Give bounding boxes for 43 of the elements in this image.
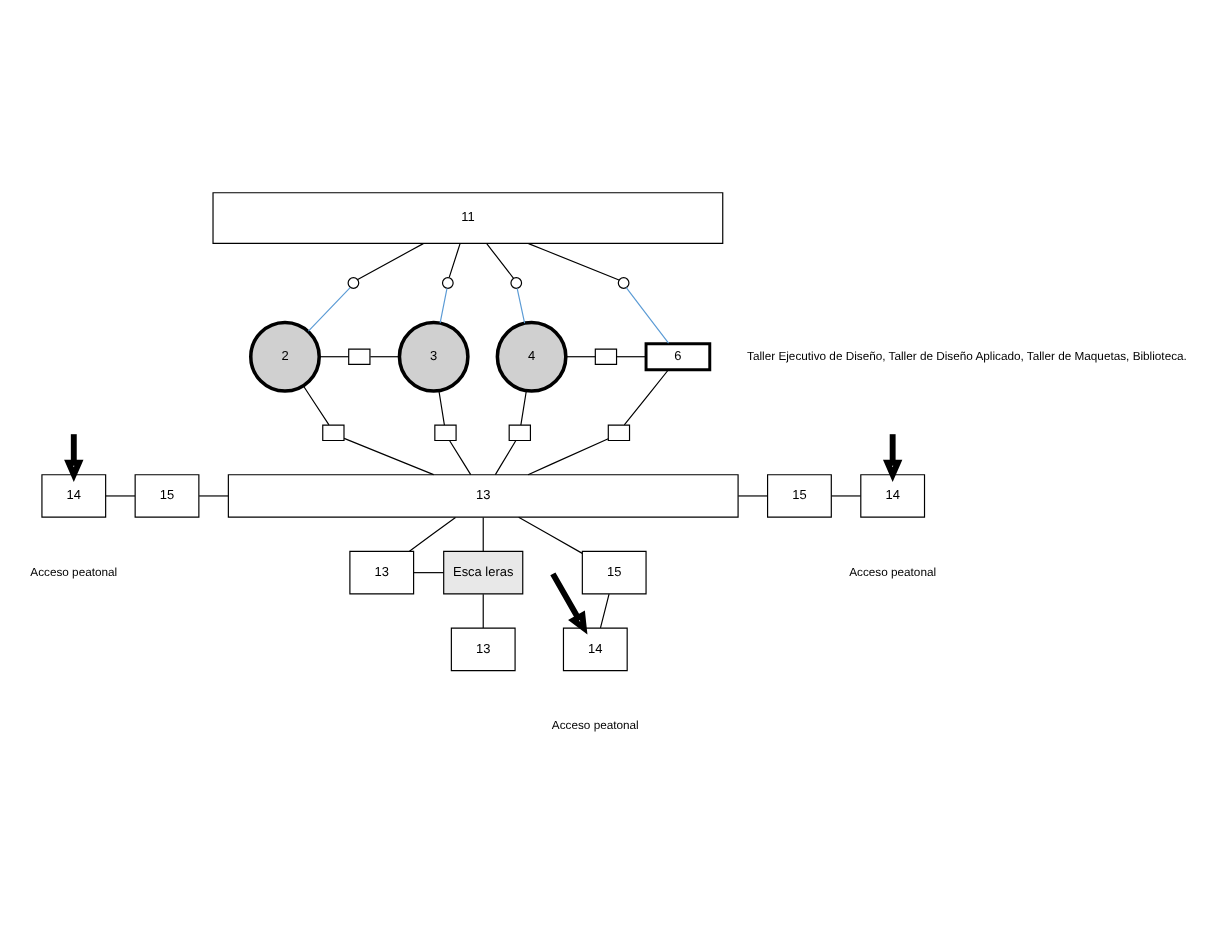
connector [482, 592, 484, 628]
connector [599, 592, 610, 628]
connector [438, 389, 445, 425]
connector [413, 571, 445, 573]
node-circle [617, 276, 630, 288]
connector [494, 438, 517, 475]
arrow [883, 433, 903, 481]
connector [527, 437, 609, 475]
node-circle [441, 276, 454, 288]
node-box [322, 423, 345, 441]
connector [448, 438, 472, 475]
connector [105, 494, 136, 496]
connector [369, 355, 400, 357]
connector [486, 242, 515, 278]
node-circle [347, 276, 360, 288]
node-box [434, 423, 457, 441]
connector [302, 384, 330, 425]
arrow [550, 571, 588, 634]
arrow [64, 433, 84, 481]
connector [830, 494, 862, 496]
connector [623, 368, 670, 425]
connector [408, 515, 457, 551]
connector [565, 355, 596, 357]
connector [516, 286, 526, 323]
connector [482, 515, 484, 551]
connector [518, 515, 583, 553]
node-box [508, 423, 531, 441]
connector [616, 355, 647, 357]
connector [625, 286, 670, 343]
connector [318, 355, 350, 357]
connector [307, 286, 351, 331]
connector [357, 242, 424, 280]
node-box [607, 423, 631, 441]
connector [737, 494, 769, 496]
node-box [348, 347, 371, 364]
node-circle [510, 276, 523, 288]
connector [198, 494, 229, 496]
connector [343, 436, 435, 475]
connector [527, 242, 620, 280]
node-box [594, 347, 618, 364]
connector [520, 389, 527, 425]
connector [439, 286, 448, 323]
connector [448, 242, 461, 278]
